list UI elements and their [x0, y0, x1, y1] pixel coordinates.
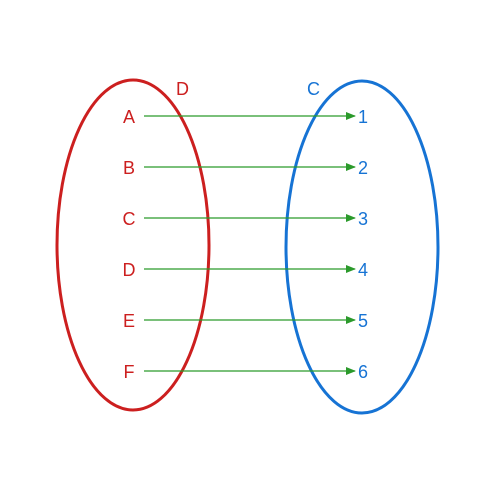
codomain-element-3: 3 — [358, 209, 368, 229]
domain-element-f: F — [124, 362, 135, 382]
domain-ellipse — [55, 78, 211, 412]
arrows-layer — [144, 112, 356, 375]
domain-element-b: B — [123, 158, 135, 178]
codomain-element-1: 1 — [358, 107, 368, 127]
codomain-element-5: 5 — [358, 311, 368, 331]
codomain-element-4: 4 — [358, 260, 368, 280]
codomain-elements: 1 2 3 4 5 6 — [358, 107, 368, 382]
codomain-ellipse — [284, 79, 440, 415]
codomain-element-2: 2 — [358, 158, 368, 178]
domain-element-c: C — [123, 209, 136, 229]
domain-set-label: D — [176, 79, 189, 99]
codomain-set-label: C — [307, 79, 320, 99]
domain-element-d: D — [123, 260, 136, 280]
domain-element-e: E — [123, 311, 135, 331]
codomain-element-6: 6 — [358, 362, 368, 382]
domain-element-a: A — [123, 107, 135, 127]
domain-elements: A B C D E F — [123, 107, 136, 382]
